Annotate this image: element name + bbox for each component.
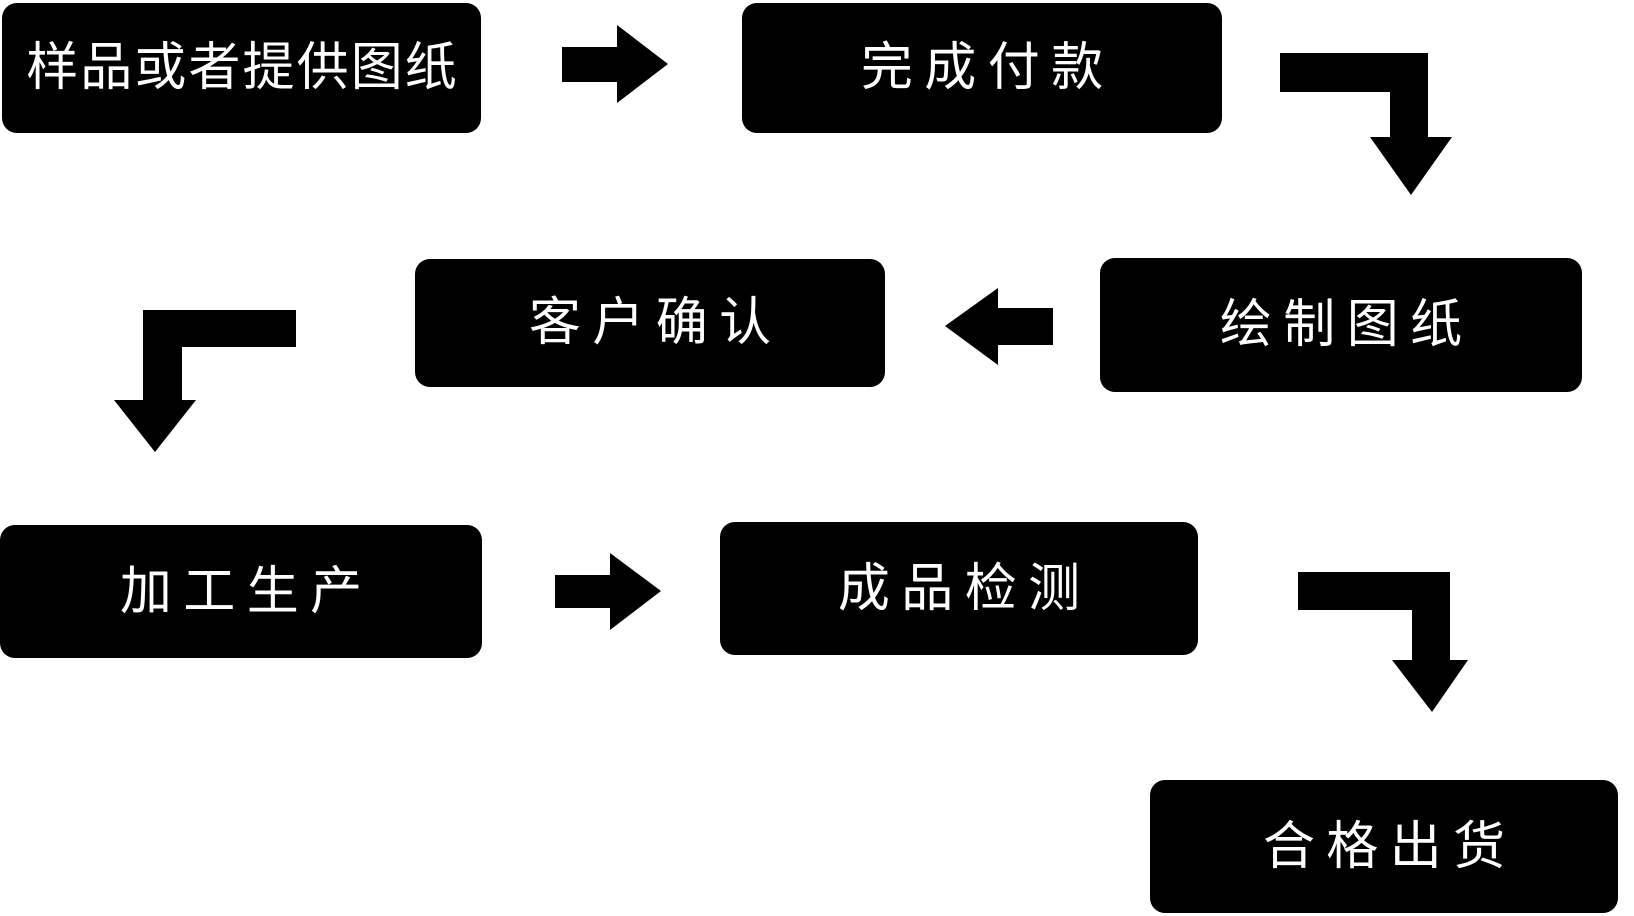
flow-node-production: 加工生产 xyxy=(0,525,482,658)
flow-node-label: 客户确认 xyxy=(528,294,783,352)
flow-node-customer-confirm: 客户确认 xyxy=(415,259,885,387)
flow-node-label: 合格出货 xyxy=(1262,817,1517,876)
arrow-elbow-right-down-icon xyxy=(1280,53,1452,195)
arrow-left-icon xyxy=(945,288,1053,365)
flow-node-shipment: 合格出货 xyxy=(1150,780,1618,913)
flow-node-sample-or-drawing: 样品或者提供图纸 xyxy=(2,3,481,133)
flow-node-payment: 完成付款 xyxy=(742,3,1222,133)
flow-node-inspection: 成品检测 xyxy=(720,522,1198,655)
flow-node-draw-drawings: 绘制图纸 xyxy=(1100,258,1582,392)
flow-node-label: 完成付款 xyxy=(860,39,1115,97)
arrow-right-icon xyxy=(562,25,668,103)
flow-node-label: 绘制图纸 xyxy=(1219,296,1474,354)
arrow-right-icon xyxy=(555,553,661,630)
arrow-elbow-left-down-icon xyxy=(114,310,296,452)
flow-node-label: 加工生产 xyxy=(119,562,374,621)
flow-node-label: 样品或者提供图纸 xyxy=(26,39,459,97)
arrow-elbow-right-down-icon xyxy=(1298,572,1468,712)
flow-node-label: 成品检测 xyxy=(837,559,1092,618)
